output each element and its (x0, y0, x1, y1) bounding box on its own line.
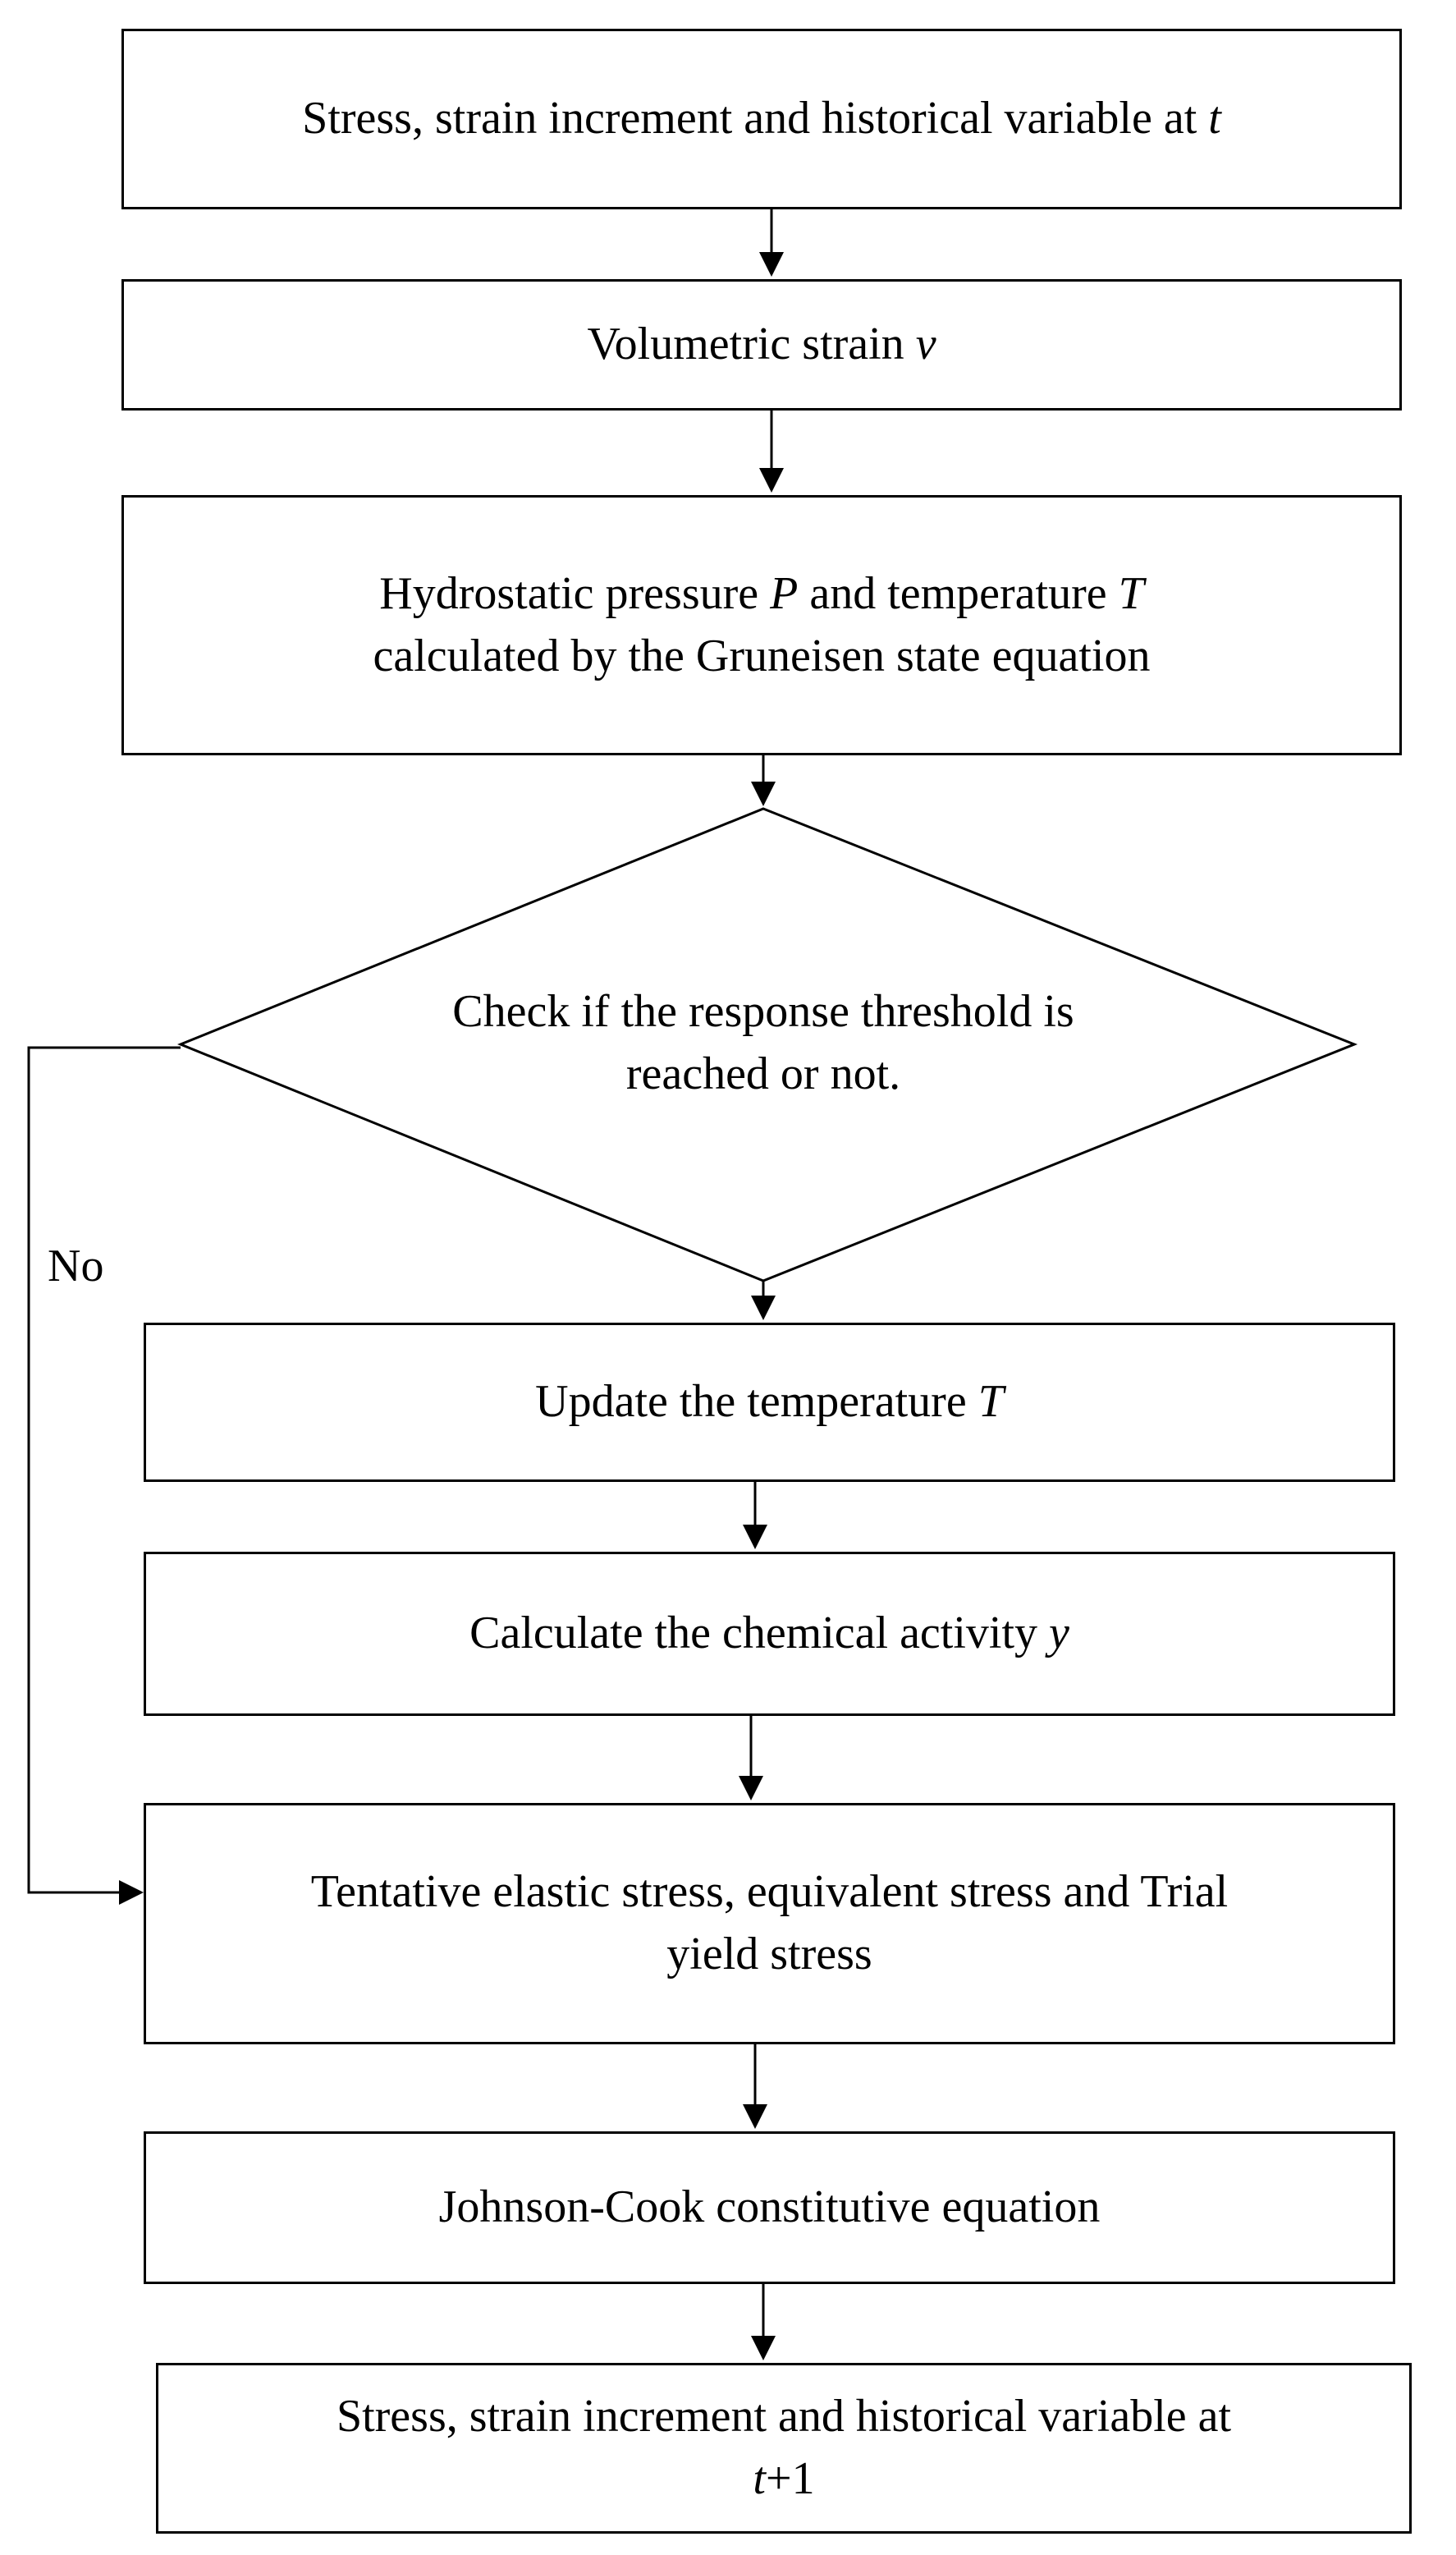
n2-text: Volumetric strain v (587, 314, 936, 376)
end-box: Stress, strain increment and historical … (156, 2363, 1412, 2534)
text-segment: Volumetric strain (587, 319, 916, 370)
n6-text: Tentative elastic stress, equivalent str… (311, 1861, 1228, 1985)
edge-no-loop (27, 1046, 181, 1905)
n3-text: Hydrostatic pressure P and temperature T… (373, 563, 1151, 687)
text-segment: T (978, 1376, 1004, 1428)
volumetric-strain-box: Volumetric strain v (121, 279, 1402, 411)
text-segment: Hydrostatic pressure (379, 567, 771, 619)
n5-text: Calculate the chemical activity y (469, 1603, 1069, 1665)
n1-text: Stress, strain increment and historical … (302, 88, 1221, 150)
text-segment: Stress, strain increment and historical … (336, 2391, 1232, 2443)
text-segment: Stress, strain increment and historical … (302, 93, 1209, 144)
text-segment: Update the temperature (535, 1376, 978, 1428)
text-segment: +1 (765, 2453, 815, 2504)
tentative-stress-box: Tentative elastic stress, equivalent str… (144, 1803, 1395, 2044)
text-segment: calculated by the Gruneisen state equati… (373, 630, 1151, 681)
pressure-temperature-box: Hydrostatic pressure P and temperature T… (121, 495, 1402, 755)
johnson-cook-box: Johnson-Cook constitutive equation (144, 2131, 1395, 2284)
text-segment: reached or not. (625, 1048, 901, 1099)
text-segment: Tentative elastic stress, equivalent str… (310, 1866, 1229, 1918)
n8-text: Stress, strain increment and historical … (337, 2386, 1231, 2510)
start-box: Stress, strain increment and historical … (121, 29, 1402, 209)
chemical-activity-box: Calculate the chemical activity y (144, 1552, 1395, 1716)
text-segment: t (1208, 93, 1221, 144)
d1-text: Check if the response threshold is reache… (452, 986, 1074, 1099)
text-segment: T (1118, 567, 1144, 619)
n4-text: Update the temperature T (535, 1371, 1004, 1433)
text-segment: t (753, 2453, 766, 2504)
text-segment: y (1049, 1608, 1069, 1659)
text-segment: P (770, 567, 799, 619)
text-segment: v (915, 319, 936, 370)
n7-text: Johnson-Cook constitutive equation (439, 2177, 1101, 2239)
text-segment: Check if the response threshold is (452, 986, 1074, 1037)
text-segment: Johnson-Cook constitutive equation (438, 2181, 1101, 2233)
text-segment: and temperature (798, 567, 1119, 619)
decision-text: Check if the response threshold is reache… (328, 981, 1198, 1105)
edge-label-no: No (48, 1241, 104, 1291)
text-segment: yield stress (666, 1929, 872, 1979)
update-temperature-box: Update the temperature T (144, 1323, 1395, 1482)
text-segment: Calculate the chemical activity (469, 1608, 1050, 1659)
